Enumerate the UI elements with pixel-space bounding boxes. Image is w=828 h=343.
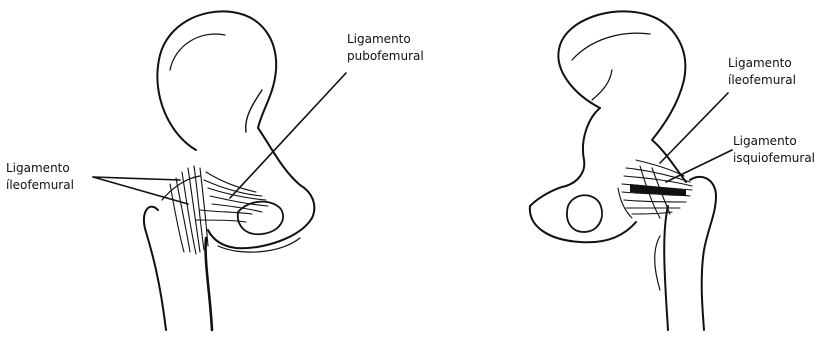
label-line: Ligamento: [347, 31, 424, 48]
left-ligament-fibers: [170, 166, 268, 254]
iliofemoral-leader: [660, 93, 728, 163]
left-leader-lines: [93, 73, 346, 204]
left-femur-outline: [144, 176, 212, 330]
iliofemoral-leader-1: [93, 177, 180, 180]
right-leader-lines: [660, 93, 732, 182]
pubofemoral-leader: [230, 73, 346, 198]
label-line: íleofemural: [728, 72, 796, 89]
label-iliofemoral-right: Ligamento íleofemural: [728, 55, 796, 89]
label-ischiofemoral-right: Ligamento isquiofemural: [733, 133, 815, 167]
label-pubofemoral-left: Ligamento pubofemural: [347, 31, 424, 65]
label-line: Ligamento: [728, 55, 796, 72]
label-iliofemoral-left: Ligamento íleofemural: [6, 160, 74, 194]
iliofemoral-leader-2: [93, 177, 188, 204]
label-line: Ligamento: [733, 133, 815, 150]
right-ligament-shading: [630, 184, 686, 196]
label-line: pubofemural: [347, 48, 424, 65]
label-line: isquiofemural: [733, 150, 815, 167]
label-line: íleofemural: [6, 177, 74, 194]
label-line: Ligamento: [6, 160, 74, 177]
